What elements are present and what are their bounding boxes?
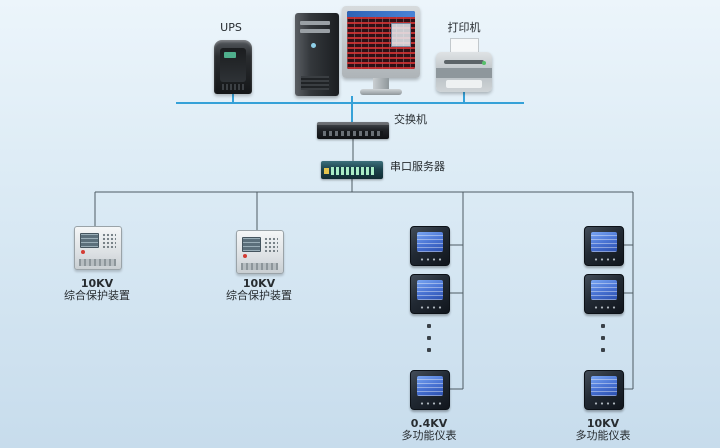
meter-buttons bbox=[592, 400, 616, 405]
device-led bbox=[81, 250, 85, 254]
printer-status-led bbox=[482, 61, 486, 65]
serial-server-badge bbox=[324, 168, 329, 174]
drive-bay bbox=[300, 29, 330, 33]
protection-2-kv-label: 10KV bbox=[242, 277, 276, 290]
switch-label: 交换机 bbox=[394, 113, 427, 126]
device-lcd bbox=[80, 233, 99, 248]
printer-body-band bbox=[436, 68, 492, 78]
meter-buttons bbox=[418, 256, 442, 261]
pc-tower bbox=[295, 13, 339, 96]
protection-1-name-label: 综合保护装置 bbox=[64, 289, 130, 302]
protection-2-name-label: 综合保护装置 bbox=[226, 289, 292, 302]
meter-col-left-name-label: 多功能仪表 bbox=[401, 429, 457, 442]
monitor-base bbox=[360, 89, 402, 95]
multifunction-meter bbox=[584, 370, 624, 410]
printer-feed-slot bbox=[444, 60, 484, 64]
meter-buttons bbox=[592, 304, 616, 309]
multifunction-meter bbox=[584, 226, 624, 266]
switch-top-edge bbox=[317, 122, 389, 125]
multifunction-meter bbox=[584, 274, 624, 314]
tower-vents bbox=[301, 76, 329, 90]
scada-titlebar bbox=[347, 11, 415, 17]
monitor bbox=[342, 6, 420, 78]
power-button-icon bbox=[311, 43, 316, 48]
multifunction-meter bbox=[410, 370, 450, 410]
meter-col-left-kv-label: 0.4KV bbox=[410, 417, 448, 430]
multifunction-meter bbox=[410, 226, 450, 266]
meter-buttons bbox=[592, 256, 616, 261]
monitor-stand bbox=[373, 78, 389, 89]
device-lcd bbox=[242, 237, 261, 252]
device-keypad bbox=[264, 237, 278, 252]
meter-lcd bbox=[591, 280, 617, 300]
protection-device-2 bbox=[236, 230, 284, 274]
meter-lcd bbox=[591, 232, 617, 252]
drive-bay bbox=[300, 21, 330, 25]
scada-popup-window bbox=[391, 23, 411, 47]
switch-ports bbox=[323, 131, 383, 136]
protection-device-1 bbox=[74, 226, 122, 270]
serial-server-label: 串口服务器 bbox=[390, 160, 445, 173]
ups-vents bbox=[222, 84, 244, 90]
serial-server-ports bbox=[331, 167, 375, 175]
meter-lcd bbox=[417, 376, 443, 396]
meter-lcd bbox=[591, 376, 617, 396]
printer-output-tray bbox=[446, 80, 482, 88]
ups-label: UPS bbox=[220, 21, 242, 34]
printer-device bbox=[436, 52, 492, 92]
meter-col-right-name-label: 多功能仪表 bbox=[575, 429, 631, 442]
monitor-screen bbox=[347, 11, 415, 69]
device-keypad bbox=[102, 233, 116, 248]
meter-col-right-kv-label: 10KV bbox=[586, 417, 620, 430]
ups-device bbox=[214, 40, 252, 94]
meter-buttons bbox=[418, 304, 442, 309]
multifunction-meter bbox=[410, 274, 450, 314]
printer-label: 打印机 bbox=[447, 21, 481, 34]
meter-lcd bbox=[417, 280, 443, 300]
ups-status-lcd bbox=[224, 52, 236, 58]
ethernet-switch bbox=[317, 122, 389, 139]
meter-lcd bbox=[417, 232, 443, 252]
serial-port-server bbox=[321, 161, 383, 179]
device-terminal-strip bbox=[241, 263, 278, 270]
protection-1-kv-label: 10KV bbox=[80, 277, 114, 290]
meter-buttons bbox=[418, 400, 442, 405]
device-terminal-strip bbox=[79, 259, 116, 266]
device-led bbox=[243, 254, 247, 258]
